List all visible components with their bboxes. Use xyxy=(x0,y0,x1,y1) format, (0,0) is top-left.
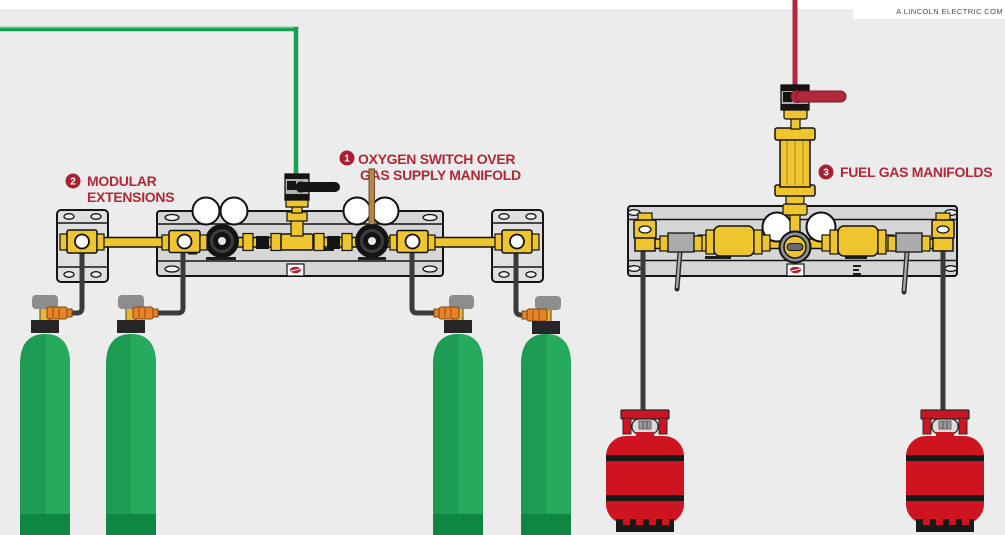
cga-connector-icon xyxy=(521,308,548,322)
oxygen-cylinder-4 xyxy=(521,296,571,535)
cylinder-valve-knob xyxy=(118,295,144,309)
callout-3-number: 3 xyxy=(823,168,829,179)
brand-logo-badge xyxy=(286,263,305,277)
pressure-gauge-icon xyxy=(370,196,400,226)
pipe-fittings-left xyxy=(242,232,282,252)
oxygen-cylinder-3 xyxy=(433,295,483,535)
callout-2-badge-icon xyxy=(65,173,81,189)
brand-logo-badge xyxy=(786,263,805,277)
red-valve-lever-icon xyxy=(790,90,847,103)
callout-2-line1: MODULAR xyxy=(87,173,157,189)
hose-cylinder4 xyxy=(513,249,527,318)
valve-lever-icon xyxy=(295,181,340,193)
callout-1-number: 1 xyxy=(344,154,350,165)
tank-valve-icon xyxy=(638,420,652,430)
hose-cylinder3 xyxy=(409,249,439,316)
oxygen-manifold-components xyxy=(59,168,540,260)
header-valve-left xyxy=(161,229,208,254)
callout-3-line1: FUEL GAS MANIFOLDS xyxy=(840,164,992,180)
end-connector-right xyxy=(931,212,955,252)
callout-1-badge-icon xyxy=(339,150,355,166)
hose-cylinder1 xyxy=(67,247,85,316)
brand-strip xyxy=(853,0,1005,19)
brand-text: A LINCOLN ELECTRIC COM xyxy=(896,7,1003,16)
pressure-gauge-icon xyxy=(191,196,221,226)
oxygen-supply-line xyxy=(0,26,299,176)
pressure-gauge-icon xyxy=(805,211,837,243)
bleed-valve-left xyxy=(659,232,703,292)
riser-and-filter xyxy=(774,84,847,246)
oxygen-cylinder-2 xyxy=(106,295,159,535)
pipe-fittings-right xyxy=(313,232,353,252)
fuel-manifold-components xyxy=(633,84,955,295)
cga-connector-icon xyxy=(46,306,73,320)
cylinder-valve-knob xyxy=(449,295,474,309)
callout-1-line1: OXYGEN SWITCH OVER xyxy=(358,151,515,167)
inline-filter xyxy=(774,127,816,197)
callout-2-number: 2 xyxy=(70,177,76,188)
line-regulator xyxy=(778,230,812,264)
header-valve-right xyxy=(389,229,436,254)
callout-1-line2: GAS SUPPLY MANIFOLD xyxy=(360,167,521,183)
cga-connector-icon xyxy=(132,306,159,320)
flashback-arrestor-left xyxy=(697,225,771,257)
callout-3-badge-icon xyxy=(818,164,834,180)
regulator-left xyxy=(205,224,239,260)
extension-valve-right xyxy=(494,229,540,254)
cga-connector-icon xyxy=(433,306,460,320)
fuel-tank-2 xyxy=(906,409,984,532)
cylinder-valve-knob xyxy=(32,295,58,309)
regulator-right xyxy=(355,224,389,260)
fuel-shutoff-valve xyxy=(780,84,847,111)
inlet-isolation-valve xyxy=(280,173,340,251)
callout-2-line2: EXTENSIONS xyxy=(87,189,174,205)
oxygen-cylinder-1 xyxy=(20,295,73,535)
hose-cylinder2 xyxy=(153,249,186,316)
fuel-tank-1 xyxy=(606,409,684,532)
callout-oxygen-manifold: 1 OXYGEN SWITCH OVER GAS SUPPLY MANIFOLD xyxy=(339,150,521,183)
hoses xyxy=(67,247,946,417)
pressure-gauge-icon xyxy=(342,196,372,226)
bleed-valve-right xyxy=(887,232,931,295)
end-connector-left xyxy=(633,212,657,252)
tank-valve-icon xyxy=(938,420,952,430)
extension-valve-left xyxy=(59,229,105,254)
callout-fuel-manifolds: 3 FUEL GAS MANIFOLDS xyxy=(818,164,993,180)
flashback-arrestor-right xyxy=(821,225,895,257)
callout-modular-extensions: 2 MODULAR EXTENSIONS xyxy=(65,173,175,205)
top-strip xyxy=(0,0,1005,9)
pressure-gauge-icon xyxy=(219,196,249,226)
cylinder-valve-knob xyxy=(535,296,561,310)
